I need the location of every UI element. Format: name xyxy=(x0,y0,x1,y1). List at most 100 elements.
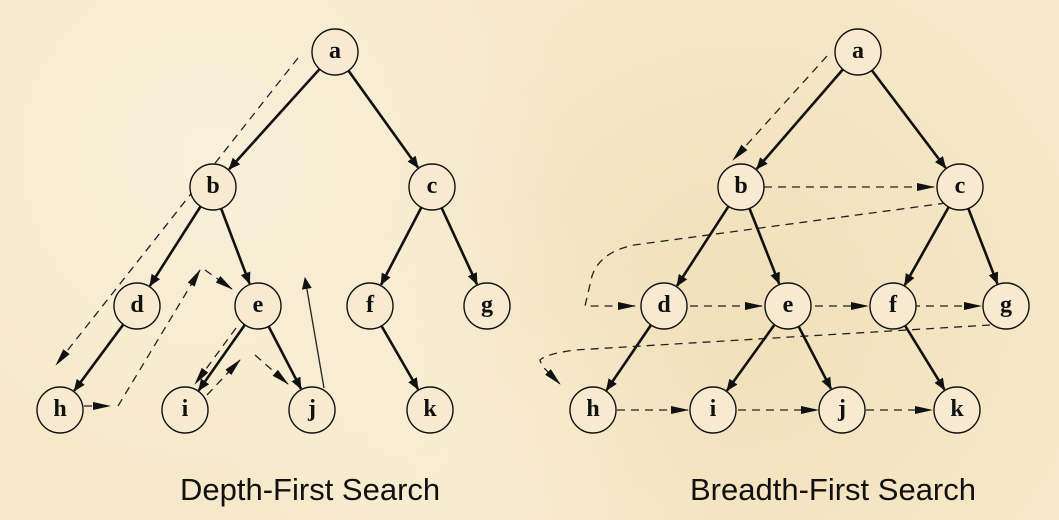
dfs-traversal-to-j xyxy=(254,354,289,385)
bfs-node-label: a xyxy=(852,38,864,64)
bfs-node-circle xyxy=(569,386,617,434)
bfs-edge-c-g xyxy=(967,207,999,285)
bfs-caption: Breadth-First Search xyxy=(690,472,976,507)
dfs-traversal-i-up xyxy=(206,359,241,396)
dfs-node-circle xyxy=(113,282,161,330)
dfs-node-e: e xyxy=(234,282,282,330)
dfs-node-circle xyxy=(463,282,511,330)
dfs-traversal-a-to-h xyxy=(55,57,299,366)
bfs-node-circle xyxy=(717,163,765,211)
dfs-node-label: i xyxy=(182,396,189,422)
bfs-node-c: c xyxy=(936,163,984,211)
bfs-node-label: k xyxy=(950,396,964,422)
bfs-edge-a-b xyxy=(755,68,844,170)
dfs-node-c: c xyxy=(408,163,456,211)
bfs-node-label: b xyxy=(734,173,747,199)
dfs-node-i: i xyxy=(161,386,209,434)
dfs-node-label: j xyxy=(307,396,316,422)
dfs-edge-a-b xyxy=(228,68,321,171)
bfs-node-circle xyxy=(936,163,984,211)
bfs-node-circle xyxy=(818,386,866,434)
dfs-node-circle xyxy=(346,282,394,330)
dfs-node-circle xyxy=(189,163,237,211)
dfs-edge-d-h xyxy=(73,323,125,392)
bfs-node-label: j xyxy=(837,396,846,422)
bfs-traversal-g-to-h xyxy=(539,324,991,385)
dfs-edge-e-j xyxy=(267,325,303,390)
dfs-edge-f-k xyxy=(380,325,420,391)
bfs-edge-e-j xyxy=(797,325,833,390)
dfs-edge-a-c xyxy=(347,69,420,169)
bfs-node-label: f xyxy=(889,292,898,318)
dfs-node-label: h xyxy=(53,396,66,422)
dfs-node-circle xyxy=(234,282,282,330)
bfs-node-k: k xyxy=(933,386,981,434)
dfs-edge-b-d xyxy=(148,205,202,287)
dfs-node-a: a xyxy=(311,28,359,76)
dfs-edge-c-f xyxy=(379,206,423,286)
bfs-edge-b-d xyxy=(675,205,730,287)
bfs-node-i: i xyxy=(689,386,737,434)
bfs-node-g: g xyxy=(982,282,1030,330)
bfs-node-circle xyxy=(869,282,917,330)
bfs-node-label: i xyxy=(710,396,717,422)
bfs-traversal-a-to-b xyxy=(732,55,828,161)
bfs-node-e: e xyxy=(764,282,812,330)
dfs-tree: a b c d e f g h i j k xyxy=(36,28,511,434)
bfs-node-label: h xyxy=(586,396,599,422)
bfs-edge-e-i xyxy=(725,323,776,392)
dfs-traversal-h-up-to-e xyxy=(117,269,201,407)
dfs-node-label: e xyxy=(253,292,264,318)
bfs-node-label: c xyxy=(955,173,966,199)
dfs-node-label: f xyxy=(366,292,375,318)
bfs-node-j: j xyxy=(818,386,866,434)
bfs-node-circle xyxy=(764,282,812,330)
dfs-node-circle xyxy=(36,386,84,434)
dfs-edge-b-e xyxy=(219,208,251,285)
bfs-node-b: b xyxy=(717,163,765,211)
bfs-node-circle xyxy=(933,386,981,434)
dfs-node-label: d xyxy=(130,292,144,318)
bfs-edge-b-e xyxy=(748,207,781,285)
bfs-node-d: d xyxy=(640,282,688,330)
bfs-node-label: g xyxy=(1000,292,1012,318)
dfs-node-f: f xyxy=(346,282,394,330)
dfs-node-circle xyxy=(408,163,456,211)
bfs-tree: a b c d e f g h i j k xyxy=(569,28,1030,434)
dfs-node-circle xyxy=(288,386,336,434)
bfs-traversal-c-to-d xyxy=(584,202,947,310)
dfs-traversal-path xyxy=(55,57,325,410)
dfs-traversal-e-to-i xyxy=(194,327,237,385)
bfs-node-circle xyxy=(834,28,882,76)
bfs-node-label: d xyxy=(657,292,671,318)
dfs-node-label: c xyxy=(427,173,438,199)
bfs-traversal-path xyxy=(539,55,991,414)
bfs-node-circle xyxy=(982,282,1030,330)
dfs-traversal-into-e xyxy=(204,269,233,290)
dfs-node-circle xyxy=(161,386,209,434)
bfs-node-h: h xyxy=(569,386,617,434)
dfs-node-g: g xyxy=(463,282,511,330)
dfs-node-circle xyxy=(311,28,359,76)
dfs-node-label: b xyxy=(206,173,219,199)
bfs-edge-c-f xyxy=(903,206,950,286)
dfs-node-d: d xyxy=(113,282,161,330)
bfs-node-a: a xyxy=(834,28,882,76)
bfs-node-circle xyxy=(640,282,688,330)
dfs-caption: Depth-First Search xyxy=(180,472,441,507)
dfs-edge-c-g xyxy=(440,207,479,286)
dfs-node-k: k xyxy=(406,386,454,434)
bfs-edge-a-c xyxy=(870,69,947,169)
dfs-traversal-j-up xyxy=(301,277,325,389)
dfs-node-b: b xyxy=(189,163,237,211)
bfs-node-f: f xyxy=(869,282,917,330)
dfs-node-label: g xyxy=(481,292,493,318)
bfs-edge-d-h xyxy=(605,324,653,392)
dfs-node-circle xyxy=(406,386,454,434)
bfs-node-label: e xyxy=(783,292,794,318)
dfs-node-j: j xyxy=(288,386,336,434)
dfs-node-label: k xyxy=(423,396,437,422)
bfs-node-circle xyxy=(689,386,737,434)
dfs-edge-e-i xyxy=(197,324,246,392)
